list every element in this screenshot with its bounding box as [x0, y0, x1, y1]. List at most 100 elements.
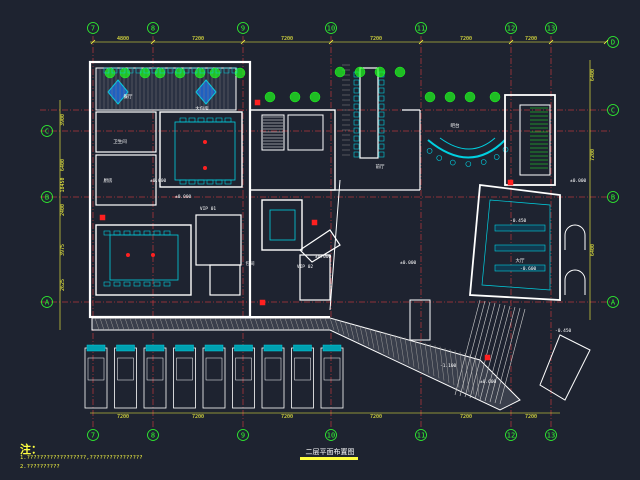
- terrace-hatch: [319, 317, 325, 331]
- terrace-hatch: [299, 317, 305, 331]
- entrance-step: [484, 305, 511, 402]
- chair: [378, 103, 385, 110]
- skylight-diamond: [107, 79, 129, 105]
- terrace-hatch: [364, 327, 370, 347]
- dining-table-large: [109, 234, 179, 281]
- dimension-label-left: 3900: [60, 114, 66, 126]
- arched-window: [564, 269, 586, 295]
- terrace-hatch: [359, 325, 365, 344]
- terrace-hatch: [234, 317, 240, 331]
- chair: [353, 95, 360, 102]
- axis-bubble-bottom: [415, 429, 427, 441]
- parking-car-windshield: [117, 357, 134, 381]
- dimension-label-left: 2400: [60, 204, 66, 216]
- chair: [353, 119, 360, 126]
- axis-bubble-right-label: A: [611, 299, 616, 307]
- planter: [207, 67, 214, 74]
- red-marker: [484, 354, 491, 361]
- chair: [378, 111, 385, 118]
- terrace-hatch: [254, 317, 260, 331]
- axis-bubble-right-label: C: [611, 107, 615, 115]
- chair: [215, 117, 223, 123]
- room-label: 大包房: [195, 105, 209, 112]
- dimension-tick: [150, 39, 156, 45]
- parking-car-angled: [539, 334, 591, 401]
- chair: [353, 79, 360, 86]
- chair: [163, 230, 171, 236]
- room-label: 餐厅: [124, 93, 133, 100]
- terrace-hatch: [174, 317, 180, 331]
- dimension-tick: [240, 39, 246, 45]
- terrace-hatch: [334, 319, 340, 333]
- axis-bubble-left: [41, 296, 53, 308]
- axis-bubble-bottom-label: 12: [507, 432, 515, 440]
- tree: [374, 66, 386, 78]
- chair: [188, 179, 196, 185]
- axis-bubble-top: [415, 22, 427, 34]
- axis-bubble-top-label: 11: [417, 25, 425, 33]
- terrace-hatch: [229, 317, 235, 331]
- room-label: 包间: [246, 260, 255, 267]
- red-marker: [259, 299, 266, 306]
- room-large-private: [95, 224, 192, 296]
- chair: [143, 230, 151, 236]
- planter: [127, 67, 134, 74]
- terrace-hatch: [204, 317, 210, 331]
- terrace-hatch: [264, 317, 270, 331]
- terrace-hatch: [109, 317, 115, 331]
- terrace-hatch: [374, 329, 380, 351]
- entrance-step: [499, 308, 526, 405]
- parking-car: [232, 347, 255, 409]
- terrace-hatch: [189, 317, 195, 331]
- bar-counter-inner: [439, 137, 496, 150]
- right-stair: [519, 104, 551, 176]
- terrace-hatch: [464, 353, 470, 393]
- axis-bubble-right-label: D: [611, 39, 615, 47]
- table-marker: [203, 140, 207, 144]
- axis-bubble-top: [545, 22, 557, 34]
- terrace-hatch: [124, 317, 130, 331]
- axis-bubble-bottom: [545, 429, 557, 441]
- hall-inner: [481, 199, 551, 291]
- planter: [119, 67, 126, 74]
- dimension-label-bottom: 7200: [370, 414, 382, 420]
- chair: [123, 230, 131, 236]
- axis-bubble-bottom: [87, 429, 99, 441]
- terrace-hatch: [114, 317, 120, 331]
- dimension-tick: [418, 39, 424, 45]
- table-marker: [126, 253, 130, 257]
- chair: [353, 111, 360, 118]
- dimension-label-left: 2625: [60, 279, 66, 291]
- tree: [464, 91, 476, 103]
- terrace-hatch: [414, 340, 420, 370]
- planter: [223, 67, 230, 74]
- planter: [175, 67, 182, 74]
- chair: [143, 281, 151, 287]
- parking-stop: [263, 344, 283, 352]
- chair: [206, 117, 214, 123]
- dimension-label-left: 3975: [60, 244, 66, 256]
- planter: [231, 67, 238, 74]
- dimension-label-bottom: 7200: [281, 414, 293, 420]
- red-marker: [507, 179, 514, 186]
- parking-car: [320, 347, 344, 409]
- parking-stop: [145, 344, 165, 352]
- parking-car: [173, 347, 196, 409]
- hall-bench: [494, 244, 546, 252]
- dimension-tick: [328, 39, 334, 45]
- terrace-hatch: [469, 354, 475, 395]
- terrace-hatch: [274, 317, 280, 331]
- room-vip02: [299, 254, 331, 301]
- table-marker: [203, 166, 207, 170]
- elevation-label: -0.450: [555, 328, 572, 334]
- chair: [197, 117, 205, 123]
- terrace-hatch: [349, 323, 355, 340]
- arched-window: [564, 224, 586, 250]
- chair: [378, 151, 385, 158]
- chair: [206, 179, 214, 185]
- axis-bubble-top: [505, 22, 517, 34]
- terrace-hatch: [304, 317, 310, 331]
- planter: [151, 67, 158, 74]
- notes-title: 注：: [20, 443, 42, 456]
